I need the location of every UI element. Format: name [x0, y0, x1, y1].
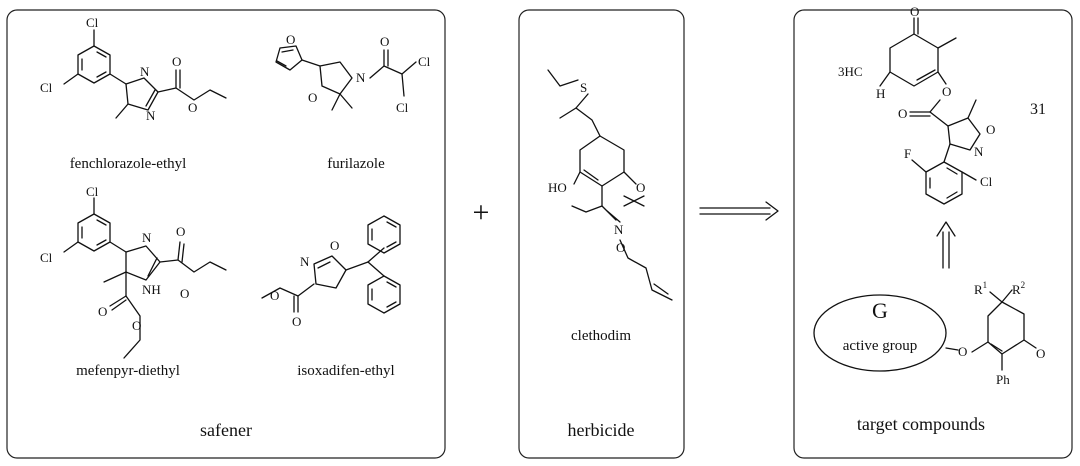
atom-o: O: [616, 240, 625, 255]
atom-o: O: [172, 54, 181, 69]
compound-name-furilazole: furilazole: [327, 156, 385, 172]
safener-caption: safener: [200, 420, 252, 440]
atom-n: N: [146, 108, 156, 123]
compound-name-fenchlorazole-ethyl: fenchlorazole-ethyl: [70, 156, 187, 172]
reaction-arrow-up: [936, 221, 956, 269]
atom-o: O: [986, 122, 995, 137]
atom-cl: Cl: [396, 100, 409, 115]
active-group-label: active group: [843, 338, 918, 354]
atom-o: O: [330, 238, 339, 253]
compound-name-isoxadifen-ethyl: isoxadifen-ethyl: [297, 363, 394, 379]
atom-n: N: [356, 70, 366, 85]
atom-h: H: [876, 86, 885, 101]
atom-cl: Cl: [980, 174, 993, 189]
atom-f: F: [904, 146, 911, 161]
atom-o: O: [942, 84, 951, 99]
atom-s: S: [580, 80, 587, 95]
atom-r1: R1: [974, 280, 987, 297]
atom-n: N: [614, 222, 624, 237]
herbicide-panel: [518, 9, 685, 459]
compound-name-clethodim: clethodim: [571, 328, 631, 344]
atom-n: N: [974, 144, 984, 159]
atom-ho: HO: [548, 180, 567, 195]
mefenpyr-diethyl-structure: [63, 197, 227, 359]
compound-31-structure: [879, 17, 981, 205]
atom-o: O: [910, 4, 919, 19]
atom-r2: R2: [1012, 280, 1025, 297]
atom-o: O: [308, 90, 317, 105]
atom-o: O: [1036, 346, 1045, 361]
atom-o: O: [292, 314, 301, 329]
atom-n: N: [300, 254, 310, 269]
atom-o: O: [98, 304, 107, 319]
compound-name-mefenpyr-diethyl: mefenpyr-diethyl: [76, 363, 180, 379]
reaction-arrow-right: [699, 201, 779, 221]
atom-o: O: [132, 318, 141, 333]
fenchlorazole-ethyl-structure: [63, 29, 227, 119]
atom-cl: Cl: [86, 184, 99, 199]
atom-cl: Cl: [40, 80, 53, 95]
plus-sign: +: [473, 196, 490, 229]
atom-ph: Ph: [996, 372, 1010, 387]
atom-o: O: [958, 344, 967, 359]
atom-nh: NH: [142, 282, 161, 297]
safener-panel: [6, 9, 446, 459]
clethodim-structure: [547, 69, 673, 301]
atom-o: O: [636, 180, 645, 195]
target-panel: [793, 9, 1073, 459]
atom-o: O: [286, 32, 295, 47]
atom-cl: Cl: [86, 15, 99, 30]
atom-3hc: 3HC: [838, 64, 863, 79]
cyclohexenone-core-structure: [945, 289, 1037, 371]
isoxadifen-ethyl-structure: [261, 215, 401, 314]
active-group-letter: G: [872, 298, 888, 323]
atom-cl: Cl: [40, 250, 53, 265]
furilazole-structure: [275, 45, 417, 111]
active-group-ellipse: [813, 294, 947, 372]
atom-o: O: [176, 224, 185, 239]
target-compounds-caption: target compounds: [857, 414, 985, 434]
compound-number: 31: [1030, 101, 1046, 118]
atom-n: N: [142, 230, 152, 245]
atom-o: O: [270, 288, 279, 303]
atom-o: O: [180, 286, 189, 301]
atom-cl: Cl: [418, 54, 431, 69]
atom-o: O: [188, 100, 197, 115]
herbicide-caption: herbicide: [568, 420, 635, 440]
atom-o: O: [898, 106, 907, 121]
atom-n: N: [140, 64, 150, 79]
atom-o: O: [380, 34, 389, 49]
